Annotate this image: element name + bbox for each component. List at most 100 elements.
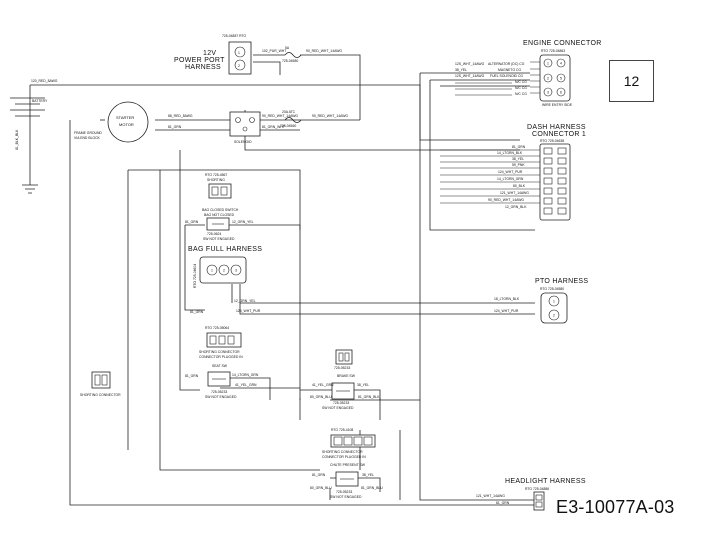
left-bus-label: 81_BLK_BLK [15, 129, 19, 150]
chute-wire-0: 81_GRN [312, 473, 326, 477]
ground-symbol-left: 81_BLK_BLK [15, 129, 38, 194]
svg-text:1: 1 [211, 269, 213, 273]
chute-wire-3: 81_GRN_BLU [361, 486, 383, 490]
dash-wire-6: 80_BLK [513, 184, 526, 188]
svg-text:2: 2 [553, 314, 555, 318]
bag-shorting-label: SHORTING [207, 178, 225, 182]
svg-text:3: 3 [547, 91, 549, 95]
dash-harness-connector: DASH HARNESS CONNECTOR 1 RTO 725-04638 8… [488, 124, 586, 221]
shorting-b-label-2: CONNECTOR PLUGGED IN [322, 455, 366, 459]
seat-switch: SEAT SW 725-05233 SW NOT ENGAGED 81_GRN … [185, 364, 259, 399]
svg-text:2: 2 [238, 64, 240, 68]
page-number-box: 12 [609, 60, 654, 102]
bag-shorting-connector: RTO 725-4567 SHORTING [205, 173, 232, 199]
svg-text:5: 5 [560, 77, 562, 81]
engine-row-fn-0: ALTERNATOR (DC) CG [488, 62, 525, 66]
svg-text:2: 2 [223, 269, 225, 273]
svg-text:1: 1 [238, 51, 240, 55]
bag-full-wire-1: 12_GRN_YEL [234, 299, 256, 303]
solenoid: SOLENOID 90_RED_WHT_14AWG 81_GRN_WHT [229, 111, 298, 144]
dash-wire-1: 14_LTGRN_BLK [497, 151, 523, 155]
bag-full-wire-2: 124_WHT_PUR [236, 309, 261, 313]
brake-wire-3: 81_GRN_BLK [358, 395, 380, 399]
brake-wire-0: 41_YEL_GRN [312, 383, 334, 387]
brake-switch-label: BRAKE SW [337, 374, 356, 378]
dash-wire-9: 12_GRN_BLK [505, 205, 527, 209]
shorting-a-label-2: CONNECTOR PLUGGED IN [199, 355, 243, 359]
starter-label-1: STARTER [116, 115, 134, 120]
svg-text:1: 1 [553, 300, 555, 304]
engine-connector: ENGINE CONNECTOR RTO 725-04863 1 4 2 5 3… [455, 40, 601, 107]
dash-title-1: DASH HARNESS [527, 124, 586, 131]
headlight-part: RTO 725-04886 [525, 487, 549, 491]
fuse-20a-part: 725-04560 [280, 124, 296, 128]
fuse-20a: 20A ATC 725-04560 90_RED_WHT_14AWG [280, 110, 348, 128]
engine-connector-view: WIRE ENTRY SIDE [542, 103, 573, 107]
brake-switch: 725-05233 BRAKE SW 41_YEL_GRN 38_YEL 80_… [310, 349, 380, 410]
engine-row-fn-3: N/C CG [515, 80, 527, 84]
power-port-title-2: POWER PORT [174, 57, 225, 64]
wire-label-red-8awg: 120_RED_8AWG [31, 79, 58, 83]
power-port-connector: 725-04887 RTO 1 2 12V POWER PORT HARNESS… [174, 34, 286, 75]
brake-wire-1: 38_YEL [357, 383, 369, 387]
headlight-title: HEADLIGHT HARNESS [505, 478, 586, 485]
engine-row-wire-1: 38_YEL [455, 68, 467, 72]
dash-wire-3: 59_PNK [512, 163, 525, 167]
dash-wire-7: 121_WHT_14AWG [500, 191, 529, 195]
wire-label-red-wht: 90_RED_WHT_14AWG [262, 114, 298, 118]
brake-switch-part: 725-05233 [334, 366, 350, 370]
wire-label-red-wht-b: 90_RED_WHT_14AWG [306, 49, 342, 53]
bag-switch-label: BAG CLOSED SWITCH [202, 208, 239, 212]
headlight-wire-1: 81_GRN [496, 501, 510, 505]
power-port-title-1: 12V [203, 50, 216, 57]
engine-row-fn-4: N/C CG [515, 86, 527, 90]
shorting-connector-a: RTO 725-05064 SHORTING CONNECTOR CONNECT… [199, 326, 243, 359]
wire-label-red-wht-2: 90_RED_WHT_14AWG [312, 114, 348, 118]
starter-motor: STARTER MOTOR FRAME GROUND VIA END BLOCK… [74, 101, 193, 143]
solenoid-label: SOLENOID [234, 140, 252, 144]
dash-title-2: CONNECTOR 1 [532, 131, 586, 138]
brake-switch-part-2: 725-05233 [333, 401, 349, 405]
wire-label-grn-wht: 81_GRN_WHT [262, 125, 285, 129]
battery: BATTERY 120_RED_8AWG [10, 79, 58, 117]
brake-wire-2: 80_GRN_BLU [310, 395, 332, 399]
seat-wire-1: 14_LTGRN_GRN [232, 373, 259, 377]
pto-part: RTO 725-04580 [540, 287, 564, 291]
bag-full-wire-0: 81_GRN [190, 310, 204, 314]
shorting-b-label-1: SHORTING CONNECTOR [322, 450, 363, 454]
bag-closed-switch: BAG CLOSED SWITCH BAG NOT CLOSED 725-062… [185, 208, 254, 241]
pto-harness-connector: PTO HARNESS RTO 725-04580 1 2 18_LTGRN_B… [494, 278, 588, 324]
shorting-b-part: RTO 725-4108 [331, 428, 353, 432]
chute-switch-part: 725-05233 [336, 490, 352, 494]
bag-wire-1: 12_GRN_YEL [232, 220, 254, 224]
power-port-title-3: HARNESS [185, 64, 221, 71]
wire-label-red-8awg-2: 88_RED_8AWG [168, 114, 193, 118]
power-port-part: 725-04887 RTO [222, 34, 247, 38]
shorting-a-part: RTO 725-05064 [205, 326, 229, 330]
bag-switch-state: SW NOT ENGAGED [203, 237, 235, 241]
chute-present-switch: CHUTE PRESENT SW 81_GRN 38_YEL 80_GRN_BL… [310, 463, 383, 499]
seat-switch-sub: SW NOT ENGAGED [205, 395, 237, 399]
brake-switch-sub: SW NOT ENGAGED [322, 406, 354, 410]
pto-wire-1: 124_WHT_PUR [494, 309, 519, 313]
engine-row-wire-0: 12S_WHT_14AWG [455, 62, 485, 66]
svg-text:2: 2 [547, 77, 549, 81]
document-id: E3-10077A-03 [556, 497, 675, 517]
chute-wire-2: 80_GRN_BLU [310, 486, 332, 490]
shorting-connector-b: RTO 725-4108 SHORTING CONNECTOR CONNECTO… [322, 428, 376, 459]
fuse-5a: 5A 725-04580 90_RED_WHT_14AWG [282, 46, 342, 63]
chute-switch-label: CHUTE PRESENT SW [330, 463, 366, 467]
headlight-harness-connector: HEADLIGHT HARNESS RTO 725-04886 121_WHT_… [476, 478, 586, 511]
pto-title: PTO HARNESS [535, 278, 588, 285]
chute-switch-sub: SW NOT ENGAGED [330, 495, 362, 499]
wire-network [29, 54, 540, 506]
left-shorting-connector: SHORTING CONNECTOR [80, 371, 121, 397]
bag-full-part: RTO 725-04604 [193, 264, 197, 288]
dash-wire-4: 124_WHT_PUR [498, 170, 523, 174]
bag-full-title: BAG FULL HARNESS [188, 246, 262, 253]
svg-text:3: 3 [235, 269, 237, 273]
battery-label: BATTERY [32, 99, 48, 103]
starter-label-2: MOTOR [119, 122, 134, 127]
engine-row-fn-2: FUEL SOLENOID CG [490, 74, 523, 78]
